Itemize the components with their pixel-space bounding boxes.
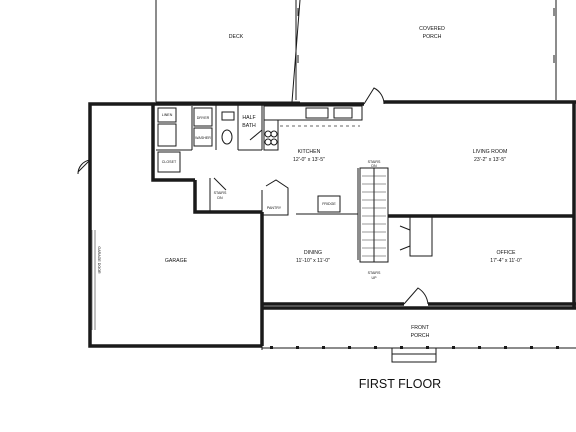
living-room-size: 23'-2" x 13'-5" <box>474 157 506 163</box>
pantry-area <box>209 177 289 216</box>
kitchen-label: KITCHEN <box>298 149 321 155</box>
porch-post <box>322 346 325 349</box>
half-bath-label-2: BATH <box>242 123 256 129</box>
garage-side-door <box>77 159 96 330</box>
front-porch <box>261 306 576 363</box>
page-title: FIRST FLOOR <box>359 377 441 391</box>
office-label: OFFICE <box>496 250 516 256</box>
front-porch-label-2: PORCH <box>411 333 430 339</box>
deck-label: DECK <box>229 34 244 40</box>
linen-label: LINEN <box>162 113 173 117</box>
office-partition <box>388 214 574 257</box>
back-door <box>363 87 385 105</box>
laundry-area <box>156 106 213 173</box>
dryer-label: DRYER <box>197 116 210 120</box>
covered-porch-label-2: PORCH <box>423 34 442 40</box>
half-bath-label-1: HALF <box>242 115 255 121</box>
porch-post <box>374 346 377 349</box>
garage-door-label: GARAGE DOOR <box>97 246 101 274</box>
stairs-up-2: UP <box>372 276 378 280</box>
pantry-label: PANTRY <box>267 206 282 210</box>
office-size: 17'-4" x 11'-0" <box>490 258 522 264</box>
porch-post <box>348 346 351 349</box>
porch-post <box>452 346 455 349</box>
porch-post <box>270 346 273 349</box>
dining-label: DINING <box>304 250 322 256</box>
porch-post <box>504 346 507 349</box>
stairs-dn-top-1: STAIRS <box>368 160 381 164</box>
staircase <box>359 167 389 263</box>
stairs-dn-side-2: DN <box>217 196 223 200</box>
fridge-label: FRIDGE <box>322 202 336 206</box>
covered-porch-label-1: COVERED <box>419 26 445 32</box>
front-door <box>403 287 429 305</box>
garage-label: GARAGE <box>165 258 188 264</box>
deck-area <box>155 0 301 103</box>
porch-post <box>426 346 429 349</box>
porch-post <box>530 346 533 349</box>
washer-label: WASHER <box>195 136 211 140</box>
porch-post <box>400 346 403 349</box>
stairs-dn-top-2: DN <box>371 164 377 168</box>
covered-porch-area <box>295 0 557 100</box>
porch-post <box>478 346 481 349</box>
porch-post <box>296 346 299 349</box>
stairs-dn-side-1: STAIRS <box>214 191 227 195</box>
kitchen-size: 12'-0" x 13'-5" <box>293 157 325 163</box>
exterior-walls <box>88 100 576 348</box>
half-bath-area <box>215 104 263 151</box>
porch-post <box>556 346 559 349</box>
front-porch-label-1: FRONT <box>411 325 430 331</box>
fridge <box>296 168 359 260</box>
kitchen-counters <box>263 105 363 151</box>
living-room-label: LIVING ROOM <box>473 149 508 155</box>
closet-label: CLOSET <box>162 160 177 164</box>
dining-size: 11'-10" x 11'-0" <box>296 258 330 264</box>
stairs-up-1: STAIRS <box>368 271 381 275</box>
